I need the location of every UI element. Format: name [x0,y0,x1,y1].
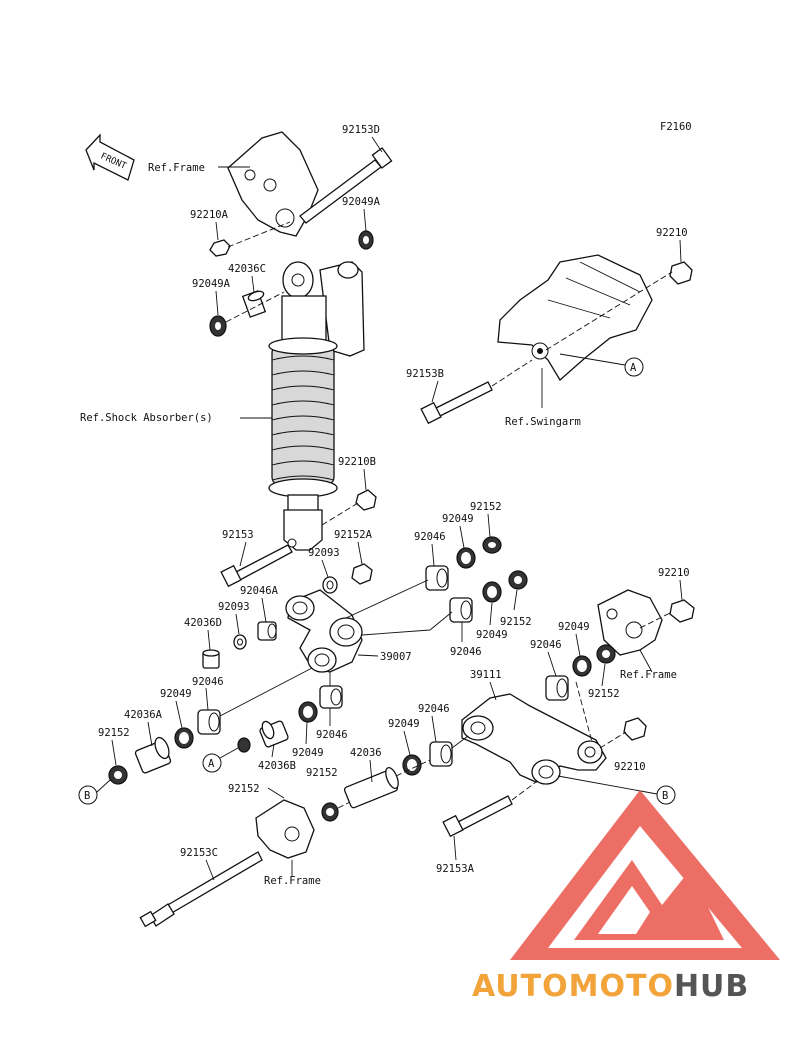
label-92210-bottom: 92210 [614,761,646,773]
frame-bracket-top [227,131,319,237]
label-92049-top: 92049 [442,513,474,525]
label-92049A-top: 92049A [342,196,381,208]
marker-b-left [78,785,98,805]
label-92152-top: 92152 [470,501,502,513]
ref-frame-bottom-label: Ref.Frame [264,875,321,887]
automotohub-logo [510,790,780,960]
collar-42036B [259,720,289,748]
marker-a-left-text: A [208,758,215,770]
label-92153A: 92153A [436,863,475,875]
swingarm-reference [497,254,653,382]
label-42036: 42036 [350,747,382,759]
label-92210-right: 92210 [658,567,690,579]
label-92049-c: 92049 [292,747,324,759]
frame-bracket-bottom [255,799,315,859]
link-39007 [285,589,363,673]
ref-frame-top-label: Ref.Frame [148,162,205,174]
label-42036A: 42036A [124,709,163,721]
nut-92210-bottom [623,717,647,741]
bearing-92046-c [319,685,343,709]
label-92046-c: 92046 [316,729,348,741]
label-92093-b: 92093 [218,601,250,613]
bearing-92046-top [425,565,449,591]
bearing-92046A [257,621,277,641]
collar-42036A [134,736,172,774]
nut-92210-right [669,599,695,623]
bearing-92046-d [429,741,453,767]
label-42036D: 42036D [184,617,222,629]
label-92152-mid: 92152 [500,616,532,628]
nut-92210B [355,489,377,511]
nut-92210-top [669,261,693,285]
label-92152-bottom: 92152 [228,783,260,795]
label-92046-right: 92046 [530,639,562,651]
figure-code: F2160 [660,121,692,133]
collar-42036C [241,290,267,318]
brand-part1: AUTOMOTO [472,969,674,1004]
marker-b-right-text: B [662,790,668,802]
label-92153C: 92153C [180,847,218,859]
label-39111: 39111 [470,669,502,681]
marker-a-top-text: A [630,362,637,374]
label-92210B: 92210B [338,456,376,468]
collar-92152A [351,563,373,585]
label-92046-mid: 92046 [450,646,482,658]
label-92153D: 92153D [342,124,380,136]
label-92152-right: 92152 [588,688,620,700]
bolt-92153 [220,544,293,588]
ref-shock-label: Ref.Shock Absorber(s) [80,412,213,424]
front-arrow-icon: FRONT [85,133,135,181]
brand-part2: HUB [674,969,749,1004]
bearing-92046-right [545,675,569,701]
collar-42036D [202,649,220,669]
bolt-92153C [139,851,263,928]
bearing-92046-mid [449,597,473,623]
marker-b-right [656,785,676,805]
label-42036B: 42036B [258,760,296,772]
marker-b-left-text: B [84,790,90,802]
label-92153B: 92153B [406,368,444,380]
washer-small-left [237,737,251,753]
bolt-92153A [442,795,513,838]
label-92049-left: 92049 [160,688,192,700]
label-92152-left: 92152 [98,727,130,739]
marker-a-left [202,753,222,773]
collar-42036 [343,766,399,809]
ref-swingarm-label: Ref.Swingarm [505,416,581,428]
label-92049A-left: 92049A [192,278,231,290]
label-92046-d: 92046 [418,703,450,715]
marker-a-top [624,357,644,377]
label-92049-d: 92049 [388,718,420,730]
bolt-92153D [299,147,393,224]
brand-wordmark: AUTOMOTOHUB [472,969,749,1004]
label-92049-mid: 92049 [476,629,508,641]
nut-92210A [209,239,231,257]
label-92210-top: 92210 [656,227,688,239]
label-42036C: 42036C [228,263,266,275]
label-92152-c: 92152 [306,767,338,779]
bearing-92046-left [197,709,221,735]
label-92093-a: 92093 [308,547,340,559]
label-92210A: 92210A [190,209,229,221]
label-92046-top: 92046 [414,531,446,543]
label-92153: 92153 [222,529,254,541]
ref-frame-right-label: Ref.Frame [620,669,677,681]
shock-absorber [268,261,365,551]
label-39007: 39007 [380,651,412,663]
label-92046A: 92046A [240,585,279,597]
label-92049-right: 92049 [558,621,590,633]
rod-39111 [461,693,607,785]
bolt-92153B [420,381,493,425]
label-92046-left: 92046 [192,676,224,688]
label-92152A: 92152A [334,529,373,541]
